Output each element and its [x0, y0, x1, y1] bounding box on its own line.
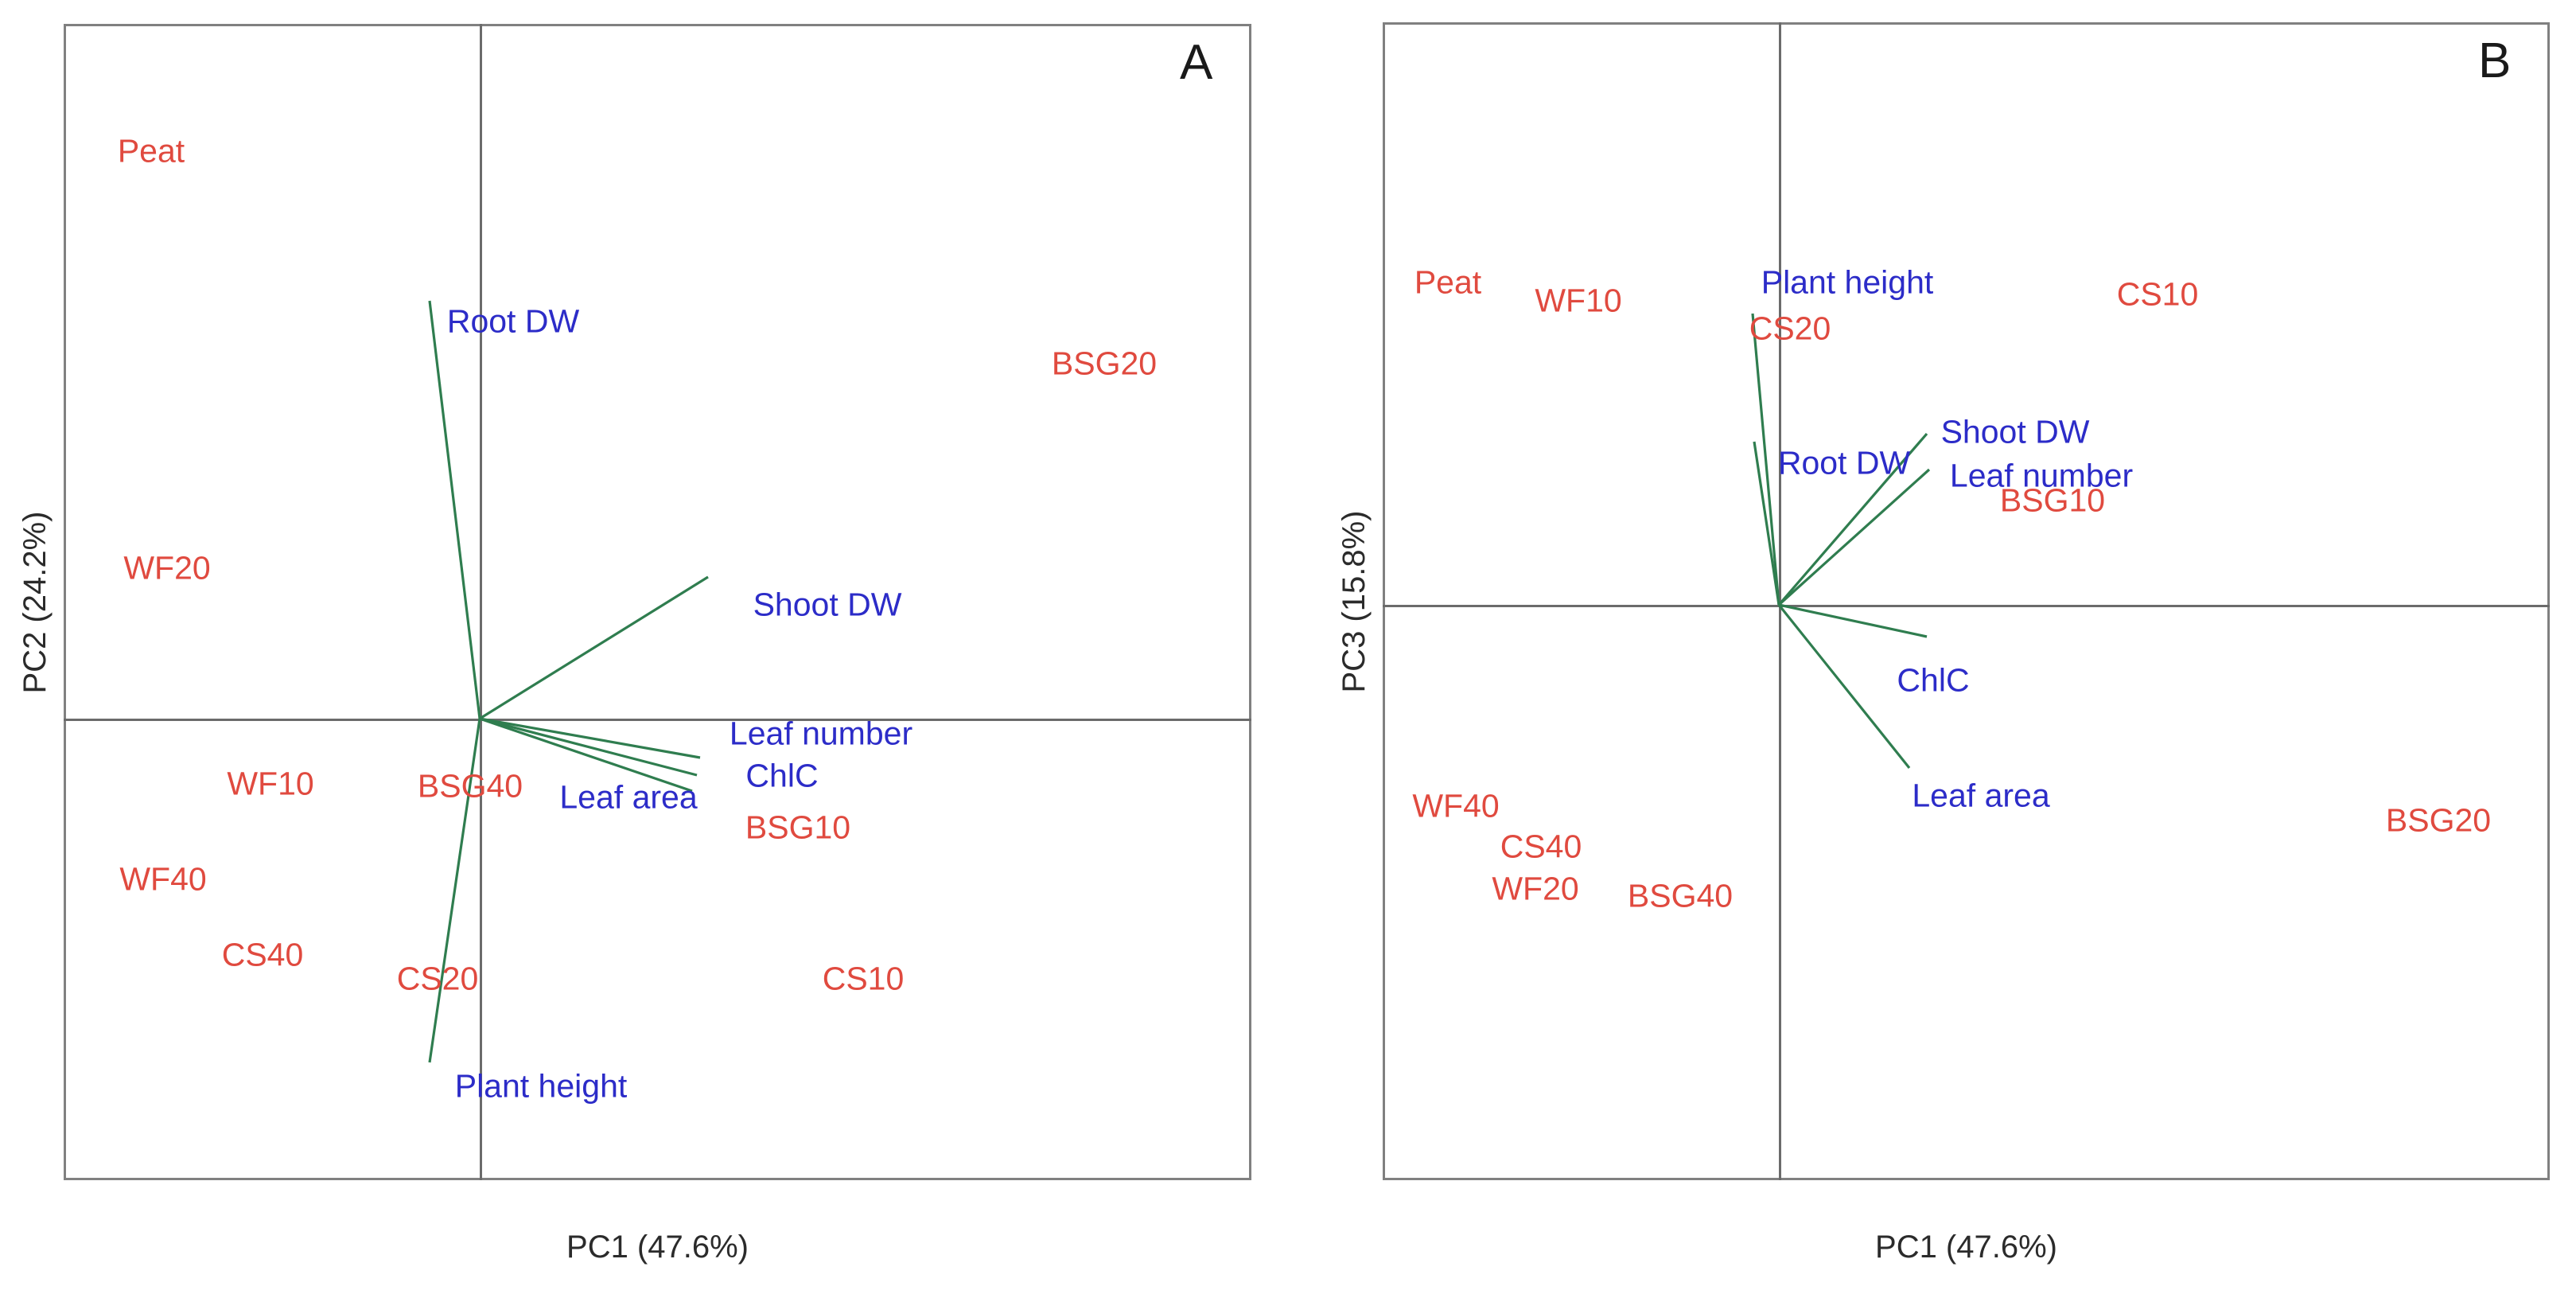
variable-label-shoot-dw: Shoot DW	[1940, 413, 2090, 450]
variable-label-leaf-area: Leaf area	[559, 778, 698, 816]
panel-a-y-axis-title: PC2 (24.2%)	[18, 511, 53, 693]
sample-label-bsg40: BSG40	[1627, 877, 1734, 914]
variable-label-plant-height: Plant height	[1761, 263, 1934, 301]
variable-label-root-dw: Root DW	[446, 302, 580, 340]
sample-label-bsg10: BSG10	[745, 809, 851, 846]
sample-label-peat: Peat	[117, 132, 185, 170]
sample-label-cs20: CS20	[1749, 310, 1831, 347]
sample-label-bsg10: BSG10	[1999, 481, 2106, 519]
sample-label-bsg20: BSG20	[2385, 801, 2492, 839]
variable-label-chlc: ChlC	[1897, 661, 1970, 699]
variable-label-leaf-area: Leaf area	[1912, 777, 2050, 814]
sample-label-wf10: WF10	[1535, 282, 1622, 319]
panel-b-x-axis-title: PC1 (47.6%)	[1875, 1230, 2057, 1265]
sample-label-peat: Peat	[1414, 263, 1482, 301]
variable-label-plant-height: Plant height	[454, 1067, 628, 1105]
sample-label-bsg20: BSG20	[1051, 345, 1158, 382]
variable-label-leaf-number: Leaf number	[729, 715, 913, 752]
sample-label-cs20: CS20	[396, 960, 479, 997]
panel-a-horizontal-axis	[64, 719, 1251, 721]
variable-label-chlc: ChlC	[745, 757, 819, 794]
sample-label-bsg40: BSG40	[417, 767, 523, 805]
panel-a-plot-box	[64, 24, 1251, 1180]
sample-label-cs10: CS10	[2116, 275, 2199, 313]
sample-label-cs40: CS40	[221, 936, 304, 973]
sample-label-wf20: WF20	[123, 549, 211, 587]
panel-a-letter: A	[1180, 35, 1213, 90]
sample-label-wf40: WF40	[1412, 787, 1500, 824]
sample-label-wf10: WF10	[227, 765, 314, 802]
variable-label-shoot-dw: Shoot DW	[753, 586, 902, 623]
sample-label-cs40: CS40	[1500, 828, 1582, 865]
sample-label-wf40: WF40	[119, 860, 207, 898]
variable-label-leaf-number: Leaf number	[1949, 457, 2134, 494]
sample-label-wf20: WF20	[1492, 870, 1579, 907]
panel-a-x-axis-title: PC1 (47.6%)	[566, 1230, 749, 1265]
panel-b-y-axis-title: PC3 (15.8%)	[1337, 510, 1372, 692]
panel-a-vertical-axis	[480, 24, 482, 1180]
panel-b-plot-box	[1383, 22, 2550, 1180]
panel-b-vertical-axis	[1779, 22, 1781, 1180]
panel-b-letter: B	[2478, 33, 2512, 88]
panel-b-horizontal-axis	[1383, 605, 2550, 607]
variable-label-root-dw: Root DW	[1777, 444, 1911, 481]
sample-label-cs10: CS10	[822, 960, 905, 997]
